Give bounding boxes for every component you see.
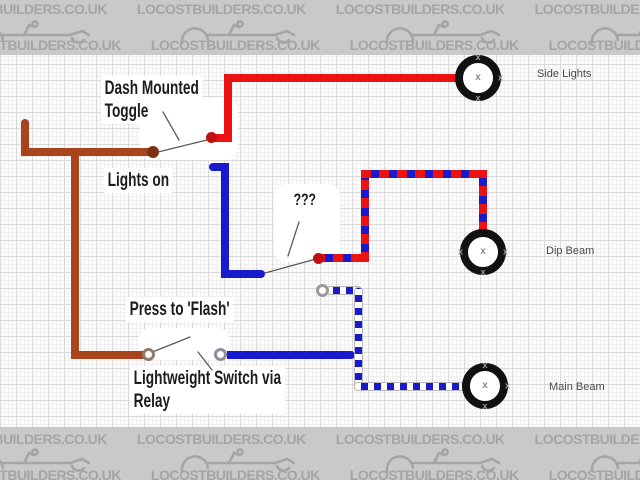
watermark-text: LOCOSTBUILDERS.CO.UK: [335, 1, 505, 17]
relay-label-pointer: [197, 351, 213, 371]
watermark-text: LOCOSTBUILDERS.CO.UK: [349, 37, 519, 53]
label-mystery: ???: [290, 189, 320, 212]
blue-flash-wire-horizontal: [227, 351, 355, 359]
label-dash-mounted-toggle: Dash Mounted Toggle: [101, 76, 203, 125]
watermark-text: LOCOSTBUILDERS.CO.UK: [136, 1, 306, 17]
red-terminal-toggle: [206, 132, 217, 143]
lamp-label-main-beam: Main Beam: [549, 381, 605, 393]
watermark-text: LOCOSTBUILDERS.CO.UK: [150, 467, 320, 480]
mystery-switch-lever: [264, 258, 317, 274]
watermark-text: LOCOSTBUILDERS.CO.UK: [0, 1, 107, 17]
striped-wire-vertical-2: [479, 170, 487, 232]
brown-wire-branch-vertical: [71, 148, 79, 359]
mystery-label-pointer: [287, 221, 300, 257]
lamp-label-dip-beam: Dip Beam: [546, 245, 595, 257]
striped-wire-horizontal-1: [315, 254, 369, 262]
watermark-text: LOCOSTBUILDERS.CO.UK: [136, 431, 306, 447]
label-lightweight-switch: Lightweight Switch via Relay: [130, 366, 285, 415]
blue-wire-bottom-horizontal: [221, 270, 265, 278]
blue-wire-vertical: [221, 163, 229, 278]
watermark-text: LOCOSTBUILDERS.CO.UK: [0, 37, 121, 53]
watermark-text: LOCOSTBUILDERS.CO.UK: [150, 37, 320, 53]
watermark-banner-bottom: LOCOSTBUILDERS.CO.UK LOCOSTBUILDERS.CO.U…: [0, 427, 640, 480]
dashed-wire-terminal: [316, 284, 329, 297]
bulb-mark: x: [502, 246, 508, 257]
bulb-mark: x: [504, 380, 510, 391]
toggle-label-pointer: [162, 111, 180, 141]
watermark-text: LOCOSTBUILDERS.CO.UK: [0, 431, 107, 447]
watermark-text-row: LOCOSTBUILDERS.CO.UK LOCOSTBUILDERS.CO.U…: [0, 431, 640, 447]
bulb-mark: x: [482, 401, 488, 411]
watermark-text: LOCOSTBUILDERS.CO.UK: [534, 431, 640, 447]
watermark-text: LOCOSTBUILDERS.CO.UK: [534, 1, 640, 17]
label-line: Dash Mounted: [104, 78, 199, 99]
bulb-mark: x: [475, 72, 481, 83]
brown-wire-top-horizontal: [21, 148, 157, 156]
bulb-mark: x: [482, 360, 488, 370]
flash-switch-lever: [149, 336, 191, 354]
bulb-mark: x: [475, 93, 481, 103]
bulb-mark: x: [482, 380, 488, 391]
lamp-main-beam: x x x x: [462, 360, 510, 411]
watermark-text: LOCOSTBUILDERS.CO.UK: [548, 467, 640, 480]
label-line: Relay: [133, 391, 171, 413]
watermark-text: LOCOSTBUILDERS.CO.UK: [548, 37, 640, 53]
toggle-switch-lever: [153, 138, 212, 154]
lamp-dip-beam: x x x x: [458, 229, 508, 277]
blue-wire-top-stub: [209, 163, 229, 171]
brown-terminal-toggle: [147, 146, 159, 158]
watermark-text: LOCOSTBUILDERS.CO.UK: [349, 467, 519, 480]
watermark-text: LOCOSTBUILDERS.CO.UK: [335, 431, 505, 447]
watermark-text-row: LOCOSTBUILDERS.CO.UK LOCOSTBUILDERS.CO.U…: [0, 1, 640, 17]
bulb-mark: x: [480, 246, 486, 257]
red-wire-vertical: [224, 74, 232, 142]
striped-wire-horizontal-2: [361, 170, 487, 178]
label-lights-on: Lights on: [104, 168, 173, 194]
watermark-text-row: LOCOSTBUILDERS.CO.UK LOCOSTBUILDERS.CO.U…: [0, 467, 640, 480]
flash-terminal-right: [214, 348, 227, 361]
striped-wire-vertical-1: [361, 170, 369, 262]
bulb-mark: x: [480, 267, 486, 277]
red-wire-stub: [209, 134, 232, 142]
watermark-text: LOCOSTBUILDERS.CO.UK: [0, 467, 121, 480]
brown-wire-bottom-horizontal: [71, 351, 145, 359]
red-wire-horizontal: [224, 74, 458, 82]
label-line: Toggle: [104, 101, 149, 123]
bulb-mark: x: [475, 52, 481, 62]
label-press-to-flash: Press to 'Flash': [126, 297, 234, 323]
watermark-banner-top: LOCOSTBUILDERS.CO.UK LOCOSTBUILDERS.CO.U…: [0, 0, 640, 55]
label-line: Lightweight Switch via: [133, 368, 282, 389]
lamp-label-side-lights: Side Lights: [537, 68, 592, 80]
striped-terminal-mystery: [313, 253, 324, 264]
bulb-mark: x: [497, 72, 503, 83]
watermark-text-row: LOCOSTBUILDERS.CO.UK LOCOSTBUILDERS.CO.U…: [0, 37, 640, 53]
flash-terminal-left: [142, 348, 155, 361]
lamp-side-lights: x x x x: [455, 52, 503, 103]
bulb-mark: x: [458, 246, 464, 257]
brown-wire-stub-vertical: [21, 119, 29, 156]
